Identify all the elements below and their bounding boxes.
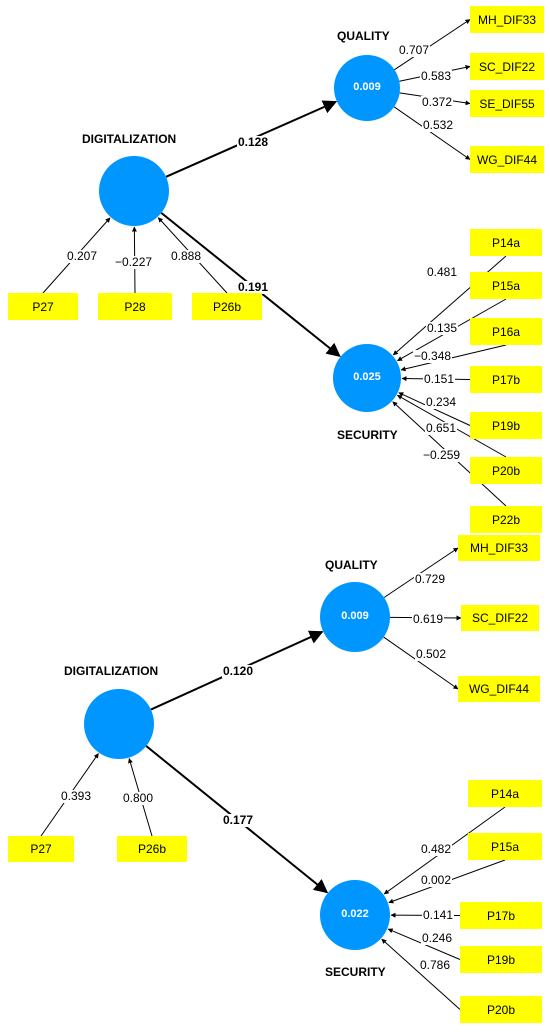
indicator-weight: 0.786	[419, 958, 452, 972]
indicator-box: SC_DIF22	[461, 605, 539, 631]
indicator-arrow	[400, 344, 507, 372]
indicator-loading: 0.619	[412, 612, 445, 626]
indicator-weight: 0.800	[122, 791, 155, 805]
indicator-box: P26b	[192, 293, 262, 320]
path-coefficient: 0.191	[237, 280, 270, 294]
indicator-box: WG_DIF44	[458, 676, 540, 702]
indicator-box: MH_DIF33	[470, 6, 544, 33]
construct-quality-r-squared: 0.009	[341, 610, 369, 622]
indicator-loading: 0.729	[414, 572, 447, 586]
indicator-box: P17b	[470, 366, 542, 393]
loading-arrow	[394, 19, 471, 71]
indicator-box: P15a	[470, 272, 542, 299]
indicator-weight: 0.393	[60, 789, 93, 803]
indicator-weight: −0.348	[413, 349, 453, 363]
indicator-weight: 0.207	[66, 249, 99, 263]
indicator-loading: 0.502	[415, 647, 448, 661]
construct-security	[320, 880, 390, 950]
indicator-box: P19b	[470, 412, 542, 439]
indicator-weight: 0.481	[426, 265, 459, 279]
construct-label-quality: QUALITY	[325, 558, 378, 572]
indicator-box: P27	[8, 836, 74, 862]
indicator-box: MH_DIF33	[458, 535, 540, 561]
construct-digitalization	[99, 156, 169, 226]
construct-digitalization	[84, 689, 154, 759]
indicator-box: P22b	[470, 506, 542, 533]
path-coefficient: 0.128	[237, 135, 270, 149]
indicator-box: P20b	[460, 996, 542, 1023]
path-coefficient: 0.177	[222, 813, 255, 827]
indicator-box: P14a	[468, 780, 542, 807]
construct-security-r-squared: 0.022	[341, 908, 369, 920]
indicator-box: P20b	[470, 457, 542, 484]
indicator-weight: 0.482	[420, 842, 453, 856]
indicator-weight: 0.888	[170, 249, 203, 263]
indicator-box: P26b	[117, 836, 187, 862]
construct-label-digitalization: DIGITALIZATION	[64, 664, 159, 678]
construct-label-quality: QUALITY	[337, 29, 390, 43]
construct-quality	[334, 55, 400, 121]
indicator-box: P16a	[470, 318, 542, 345]
construct-label-digitalization: DIGITALIZATION	[82, 132, 177, 146]
indicator-weight: 0.151	[423, 372, 456, 386]
indicator-loading: 0.372	[421, 95, 454, 109]
indicator-loading: 0.707	[398, 43, 431, 57]
indicator-weight: 0.234	[425, 395, 458, 409]
indicator-weight: 0.651	[425, 421, 458, 435]
loading-arrow	[383, 547, 459, 598]
loading-arrow	[393, 106, 471, 160]
indicator-loading: 0.532	[422, 118, 455, 132]
construct-label-security: SECURITY	[325, 965, 386, 979]
indicator-box: SC_DIF22	[470, 53, 544, 80]
indicator-box: P15a	[468, 833, 542, 860]
indicator-weight: 0.002	[420, 873, 453, 887]
loading-arrow	[383, 636, 459, 690]
indicator-box: P19b	[460, 946, 542, 973]
indicator-arrow	[381, 938, 461, 1010]
indicator-weight: 0.141	[422, 908, 455, 922]
path-coefficient: 0.120	[222, 664, 255, 678]
indicator-arrow	[398, 392, 471, 426]
construct-label-security: SECURITY	[337, 428, 398, 442]
indicator-box: WG_DIF44	[470, 146, 544, 173]
construct-security-r-squared: 0.025	[353, 371, 381, 383]
indicator-box: P28	[98, 293, 172, 320]
construct-security	[333, 344, 401, 412]
indicator-weight: 0.246	[421, 931, 454, 945]
construct-quality	[320, 582, 390, 652]
indicator-weight: −0.227	[114, 255, 154, 269]
indicator-weight: −0.259	[422, 448, 462, 462]
indicator-loading: 0.583	[420, 69, 453, 83]
construct-quality-r-squared: 0.009	[353, 81, 381, 93]
indicator-box: P17b	[460, 902, 542, 929]
indicator-box: P14a	[470, 229, 542, 256]
indicator-box: SE_DIF55	[470, 90, 544, 117]
indicator-weight: 0.135	[426, 321, 459, 335]
indicator-box: P27	[8, 293, 78, 320]
